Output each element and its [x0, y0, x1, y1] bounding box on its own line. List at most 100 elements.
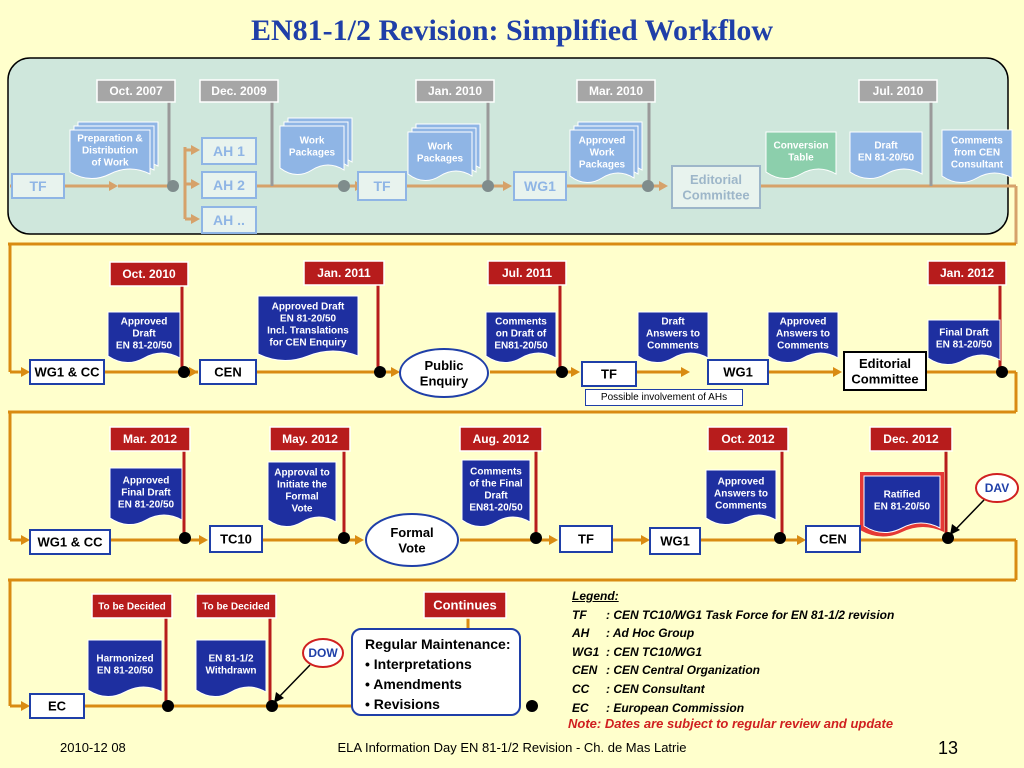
maintenance-item: • Interpretations [365, 656, 472, 672]
milestone-dot [374, 366, 386, 378]
date-tag [858, 79, 938, 103]
legend-row: AH: Ad Hoc Group [572, 624, 894, 643]
actor-label: AH 1 [213, 143, 245, 159]
date-tag [415, 79, 495, 103]
milestone-dot [162, 700, 174, 712]
milestone-dot [482, 180, 494, 192]
legend-text: : CEN Central Organization [606, 663, 761, 678]
arrow-head [659, 181, 668, 191]
arrow-head [641, 535, 650, 545]
footer-center: ELA Information Day EN 81-1/2 Revision -… [337, 740, 687, 755]
milestone-dot [530, 532, 542, 544]
possible-involvement-note: Possible involvement of AHs [585, 389, 743, 406]
date-tag [195, 593, 277, 619]
document-page [257, 295, 359, 361]
arrow-head [274, 692, 284, 703]
actor-box [209, 525, 263, 553]
dow-label: DOW [308, 646, 338, 660]
actor-label: WG1 [524, 178, 556, 194]
milestone-dot [178, 366, 190, 378]
document-page [569, 129, 635, 183]
date-label: Jan. 2012 [940, 266, 994, 280]
arrow-head [191, 145, 200, 155]
date-tag [303, 260, 385, 286]
document-page [849, 131, 923, 179]
actor-box [201, 206, 257, 234]
milestone-dot [266, 700, 278, 712]
actor-box [11, 173, 65, 199]
actor-box [805, 525, 861, 553]
arrow-head [191, 179, 200, 189]
date-tag [869, 426, 953, 452]
document-page [863, 475, 941, 533]
milestone-dot [556, 366, 568, 378]
legend-text: : CEN Consultant [606, 681, 705, 696]
document-page [461, 459, 531, 527]
legend-title: Legend: [572, 589, 619, 603]
document-page [279, 125, 345, 175]
document-page [767, 311, 839, 363]
maintenance-item: • Amendments [365, 676, 462, 692]
actor-box [843, 351, 927, 391]
legend-text: : CEN TC10/WG1 [606, 644, 703, 659]
page-number: 13 [938, 738, 959, 758]
legend-key: CC [572, 681, 590, 696]
arrow-head [950, 524, 960, 535]
actor-label: WG1 [723, 365, 753, 380]
actor-box [707, 359, 769, 385]
date-label: Oct. 2012 [721, 432, 775, 446]
date-tag [91, 593, 173, 619]
legend-row: CEN : CEN Central Organization [572, 661, 894, 680]
milestone-dot [167, 180, 179, 192]
arrow-head [571, 367, 580, 377]
milestone-dot [179, 532, 191, 544]
actor-label: TF [601, 367, 617, 382]
ellipse-node [365, 513, 459, 567]
legend-text: : Ad Hoc Group [606, 626, 695, 641]
date-tag [576, 79, 656, 103]
maintenance-title: Regular Maintenance: [365, 636, 511, 652]
date-tag [199, 79, 279, 103]
legend-text: : European Commission [606, 700, 745, 715]
arrow-head [189, 367, 198, 377]
milestone-dot [642, 180, 654, 192]
legend-key: CEN [572, 663, 598, 678]
date-label: Jul. 2010 [873, 84, 924, 98]
dates-note: Note: Dates are subject to regular revie… [568, 716, 894, 731]
date-label: Jan. 2011 [317, 266, 371, 280]
dav-callout [975, 473, 1019, 503]
dav-label: DAV [985, 481, 1009, 495]
actor-label: WG1 & CC [35, 365, 101, 380]
document-page [407, 131, 473, 181]
date-tag [96, 79, 176, 103]
date-tag [269, 426, 351, 452]
arrow-head [503, 181, 512, 191]
actor-label: AH .. [213, 212, 245, 228]
document-page [69, 129, 151, 179]
date-label: Jan. 2010 [428, 84, 482, 98]
continues-tag [423, 591, 507, 619]
legend-row: WG1: CEN TC10/WG1 [572, 643, 894, 662]
actor-label: EC [48, 699, 67, 714]
document-page [705, 469, 777, 525]
